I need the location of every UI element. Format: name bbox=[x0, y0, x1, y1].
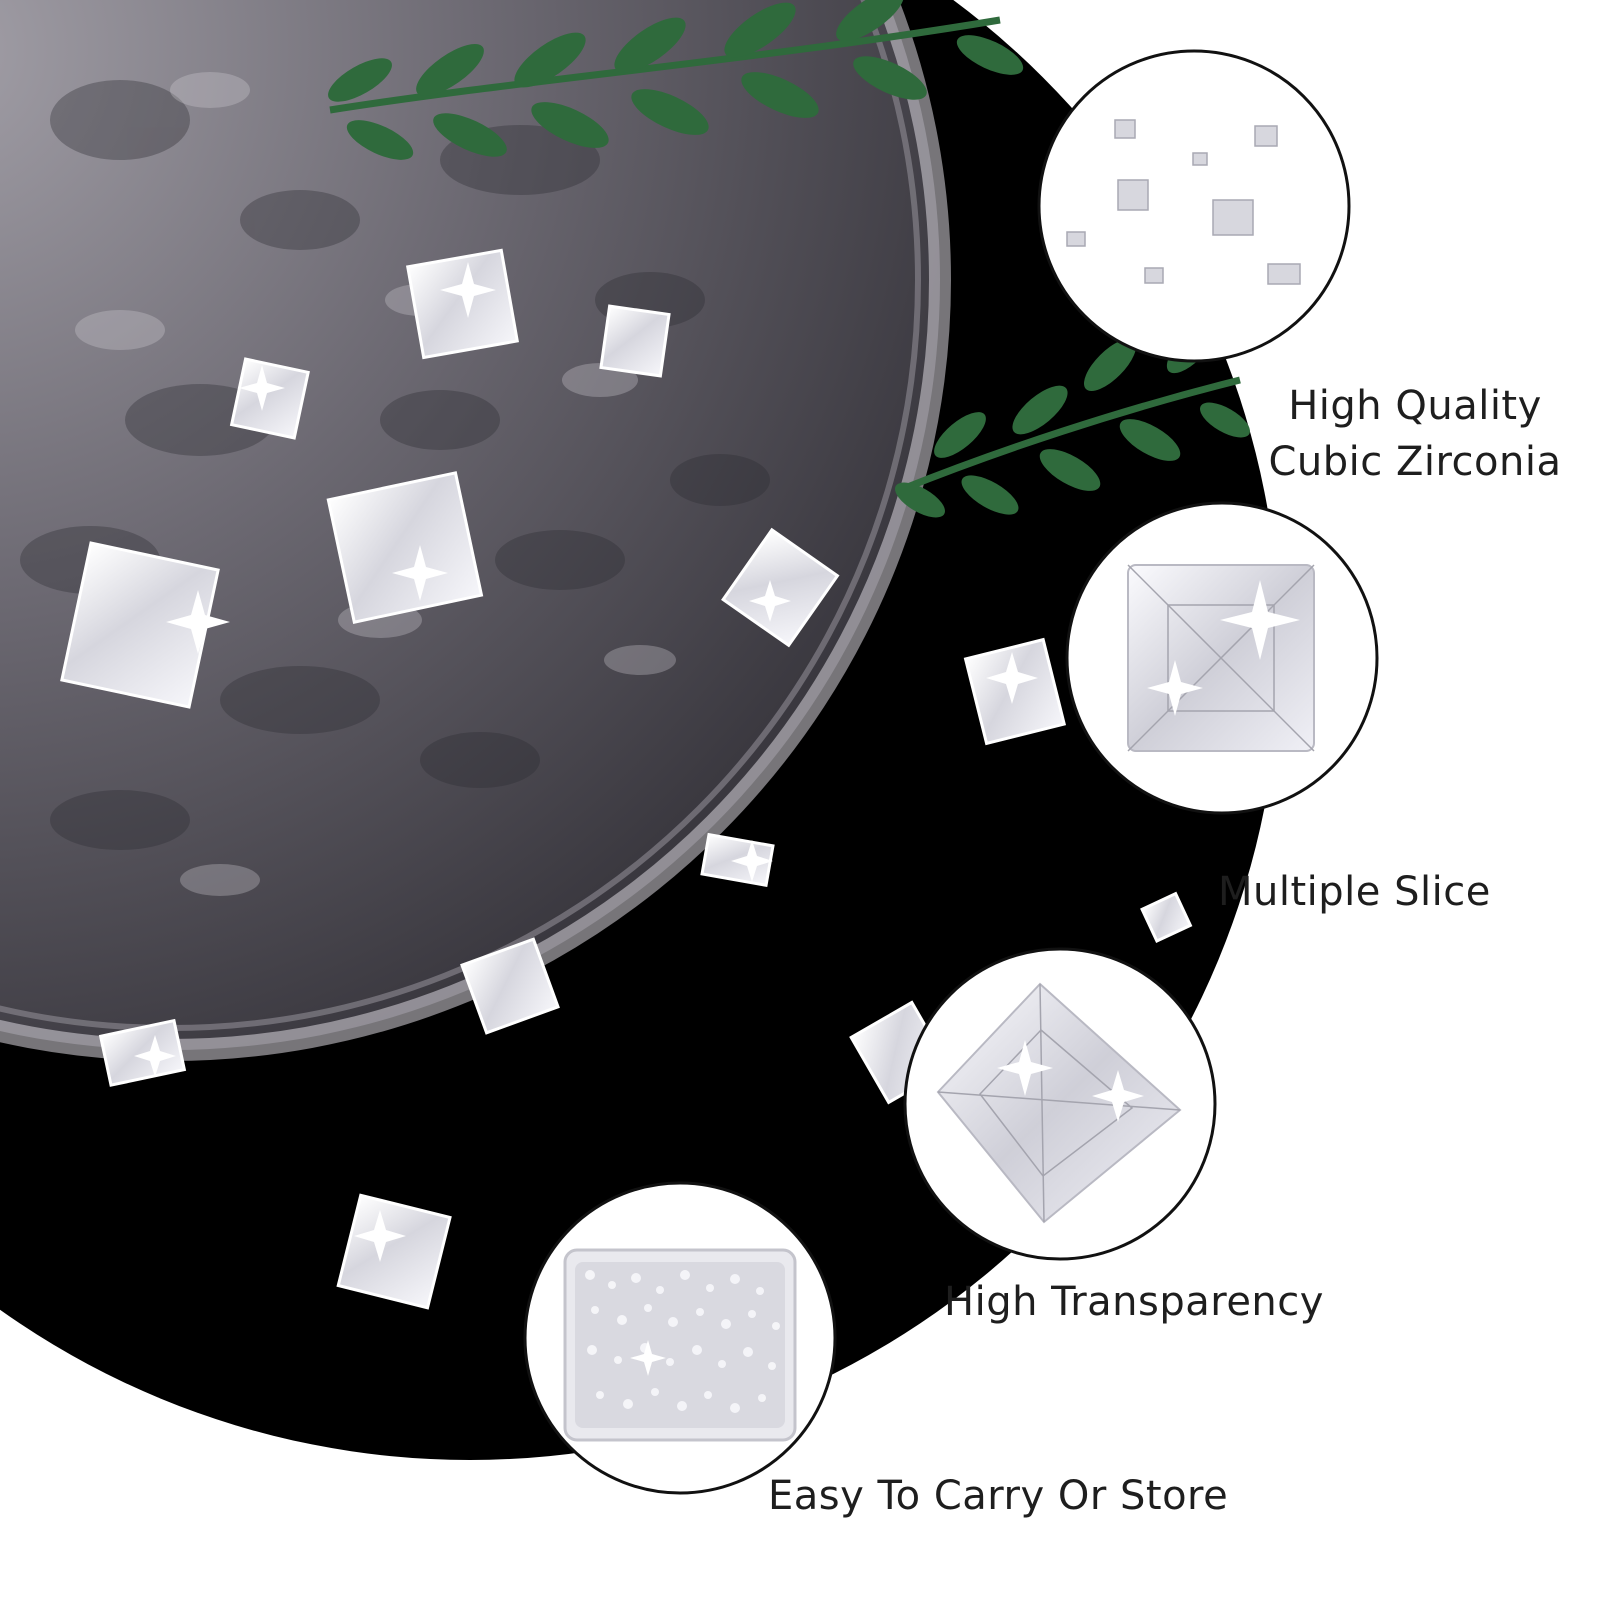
caption-easy-to-carry: Easy To Carry Or Store bbox=[768, 1473, 1229, 1519]
gem bbox=[98, 1018, 187, 1087]
gem bbox=[336, 1193, 452, 1310]
gem bbox=[460, 937, 560, 1035]
detail-circle-assorted-gems bbox=[1037, 49, 1351, 363]
caption-high-transparency: High Transparency bbox=[944, 1279, 1324, 1325]
sparkle-icon bbox=[1147, 660, 1203, 716]
small-gem bbox=[1117, 179, 1149, 211]
loose-gems bbox=[60, 248, 1193, 1310]
gem bbox=[405, 248, 519, 360]
gem bbox=[1140, 891, 1193, 944]
sparkle-icon bbox=[1092, 1070, 1144, 1122]
gem bbox=[60, 541, 220, 709]
caption-line: High Quality bbox=[1288, 383, 1542, 429]
small-gem bbox=[1267, 263, 1301, 285]
sparkle-icon bbox=[997, 1040, 1053, 1096]
fern-sprig-middle bbox=[895, 326, 1250, 518]
glass-plate bbox=[0, 0, 951, 1061]
caption-line: Cubic Zirconia bbox=[1268, 439, 1562, 485]
small-gem bbox=[1114, 119, 1136, 139]
detail-circle-square-cut bbox=[1065, 501, 1379, 815]
small-gem bbox=[1212, 199, 1254, 236]
small-gem bbox=[1254, 125, 1278, 147]
gem bbox=[721, 527, 840, 648]
detail-circle-storage-box bbox=[523, 1181, 837, 1495]
small-gem bbox=[1192, 152, 1208, 166]
sparkle-icon bbox=[630, 1340, 666, 1376]
small-gem bbox=[1066, 231, 1086, 247]
gem bbox=[326, 471, 484, 624]
gem bbox=[599, 304, 671, 378]
detail-circle-transparent-gem bbox=[903, 947, 1217, 1261]
caption-high-quality: High Quality Cubic Zirconia bbox=[1240, 378, 1590, 490]
fern-sprig-top bbox=[328, 0, 1024, 160]
small-gem bbox=[1144, 267, 1164, 284]
sparkle-icon bbox=[1220, 580, 1300, 660]
gem bbox=[229, 357, 310, 440]
sparkle-icon bbox=[134, 262, 1038, 1262]
caption-multiple-slice: Multiple Slice bbox=[1218, 869, 1491, 915]
